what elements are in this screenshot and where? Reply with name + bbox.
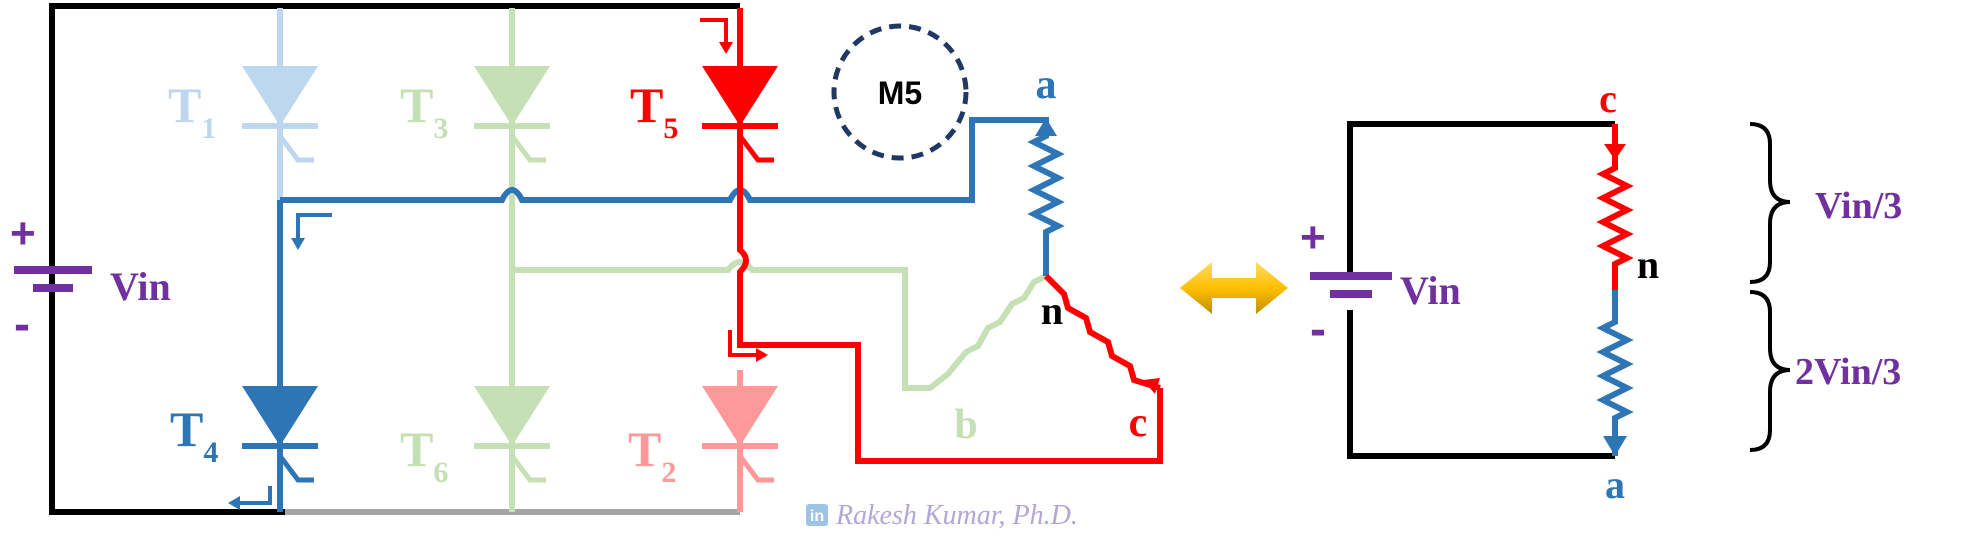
equivalent-node-c: c	[1599, 76, 1617, 121]
phase-a-current-path	[277, 117, 1065, 512]
mode-badge-circle	[831, 23, 969, 161]
t3-label: T3	[400, 77, 448, 145]
source-label: Vin	[110, 264, 171, 309]
node-n-label: n	[1041, 288, 1063, 333]
t2-label: T2	[628, 421, 676, 489]
equivalent-resistor-cn	[1596, 124, 1634, 290]
source-plus: +	[10, 209, 36, 258]
mode-badge-label: M5	[878, 75, 922, 111]
thyristor-t4	[242, 386, 318, 483]
equivalent-node-a: a	[1605, 462, 1625, 507]
upper-voltage-brace	[1749, 122, 1791, 284]
thyristor-t5	[702, 66, 778, 163]
gate-pulse-arrow-t4-top	[291, 213, 332, 250]
equivalent-source-label: Vin	[1400, 268, 1461, 313]
node-a-label: a	[1036, 62, 1057, 108]
equivalent-resistor-na	[1596, 290, 1634, 456]
equivalent-loop-wire	[1347, 121, 1615, 459]
watermark-text: Rakesh Kumar, Ph.D.	[835, 500, 1078, 531]
dc-source	[14, 266, 92, 292]
upper-voltage-label: Vin/3	[1815, 185, 1902, 227]
linkedin-icon-text: in	[810, 508, 824, 525]
equivalence-double-arrow	[1180, 262, 1288, 314]
dc-bus-wire	[49, 3, 740, 515]
linkedin-icon	[806, 504, 828, 526]
lower-voltage-brace	[1749, 290, 1791, 452]
thyristor-t2	[702, 370, 778, 512]
equivalent-minus: -	[1310, 303, 1326, 356]
thyristor-t3	[474, 66, 550, 163]
lower-voltage-label: 2Vin/3	[1795, 351, 1901, 393]
thyristor-t1	[242, 8, 318, 200]
t6-label: T6	[400, 421, 448, 489]
gate-pulse-arrow-t2	[728, 330, 768, 362]
gate-pulse-arrow-t4-bottom	[228, 486, 272, 510]
equivalent-plus: +	[1300, 213, 1326, 262]
thyristor-t6	[474, 386, 550, 483]
node-c-label: c	[1129, 400, 1148, 446]
t1-label: T1	[168, 77, 216, 145]
gate-pulse-arrow-t5	[700, 18, 733, 54]
phase-c-current-path	[737, 8, 1163, 464]
t5-label: T5	[630, 77, 678, 145]
equivalent-dc-source	[1310, 272, 1392, 298]
equivalent-node-n: n	[1637, 242, 1659, 287]
node-b-label: b	[954, 402, 977, 448]
source-minus: -	[14, 298, 30, 351]
t4-label: T4	[170, 401, 218, 469]
